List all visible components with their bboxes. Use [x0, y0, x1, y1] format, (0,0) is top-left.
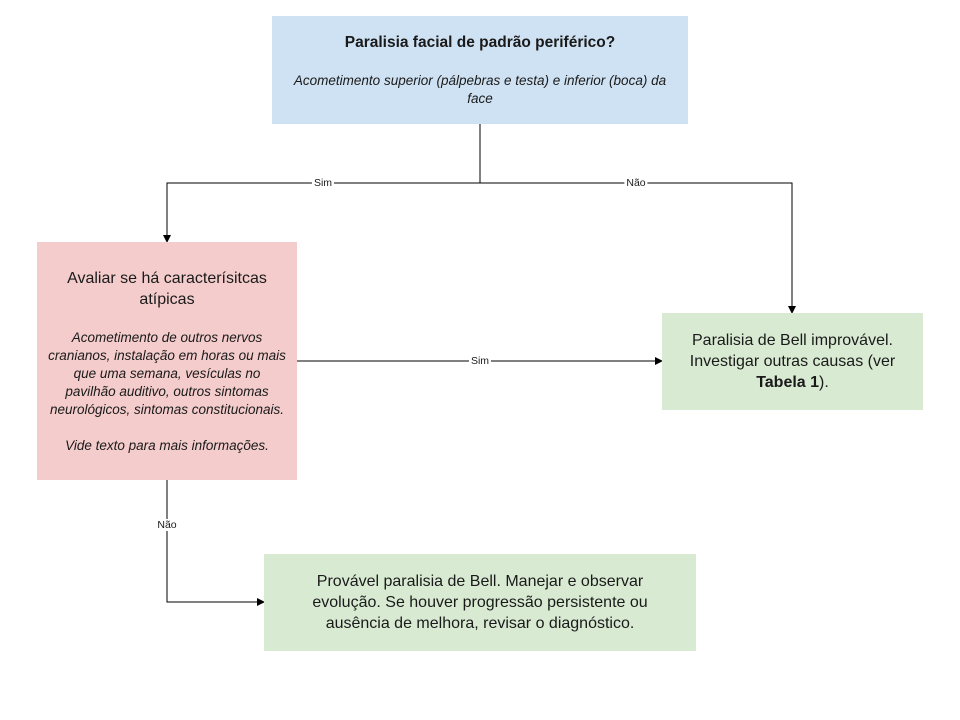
bell-unlikely-text-end: ).: [819, 374, 829, 391]
question-box-description: Acometimento superior (pálpebras e testa…: [293, 72, 667, 106]
edge-label-sim-middle: Sim: [468, 355, 492, 367]
bell-probable-box: Provável paralisia de Bell. Manejar e ob…: [264, 554, 696, 651]
atypical-features-box: Avaliar se há caracterísitcas atípicas A…: [37, 242, 297, 480]
edge-label-nao-bottom: Não: [155, 519, 179, 531]
bell-unlikely-text-start: Paralisia de Bell improvável. Investigar…: [689, 332, 896, 370]
atypical-box-title: Avaliar se há caracterísitcas atípicas: [67, 269, 267, 308]
atypical-box-note: Vide texto para mais informações.: [65, 437, 269, 453]
bell-unlikely-text: Paralisia de Bell improvável. Investigar…: [674, 330, 911, 393]
atypical-box-description: Acometimento de outros nervos cranianos,…: [48, 329, 286, 417]
table-1-reference: Tabela 1: [756, 374, 820, 391]
question-box: Paralisia facial de padrão periférico? A…: [272, 16, 688, 124]
edge-label-sim-top: Sim: [311, 177, 335, 189]
bell-probable-text: Provável paralisia de Bell. Manejar e ob…: [312, 573, 648, 632]
edge-label-nao-top: Não: [624, 177, 648, 189]
bell-unlikely-box: Paralisia de Bell improvável. Investigar…: [662, 313, 923, 410]
connector-question-to-unlikely: [480, 182, 796, 314]
question-box-title: Paralisia facial de padrão periférico?: [344, 33, 616, 51]
connector-atypical-to-probable: [166, 480, 265, 606]
